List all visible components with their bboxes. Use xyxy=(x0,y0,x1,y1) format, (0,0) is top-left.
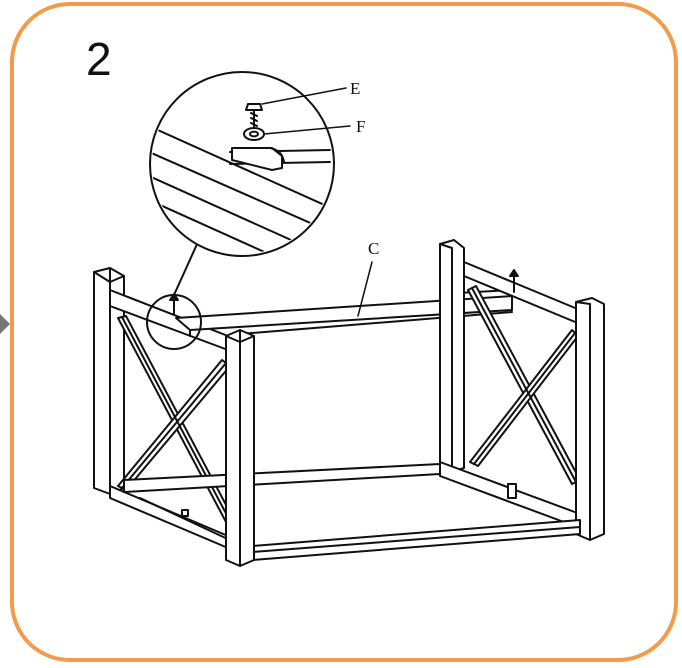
part-label-e: E xyxy=(350,79,361,98)
detail-zoom xyxy=(149,71,335,257)
leader-e xyxy=(261,87,347,105)
leader-c xyxy=(357,261,373,317)
part-label-c: C xyxy=(368,239,380,258)
side-arrow-icon xyxy=(0,314,10,334)
right-side-rails xyxy=(439,261,581,529)
front-bottom-rail xyxy=(139,497,581,561)
right-front-post xyxy=(575,297,605,541)
step-number: 2 xyxy=(86,33,112,85)
leader-f xyxy=(263,125,351,135)
part-label-f: F xyxy=(356,117,366,136)
rail-bolt-right xyxy=(509,269,519,293)
right-back-post xyxy=(439,239,465,473)
rail-bolt-left xyxy=(169,293,179,315)
zoom-connector xyxy=(173,241,199,296)
left-front-post xyxy=(225,329,255,567)
